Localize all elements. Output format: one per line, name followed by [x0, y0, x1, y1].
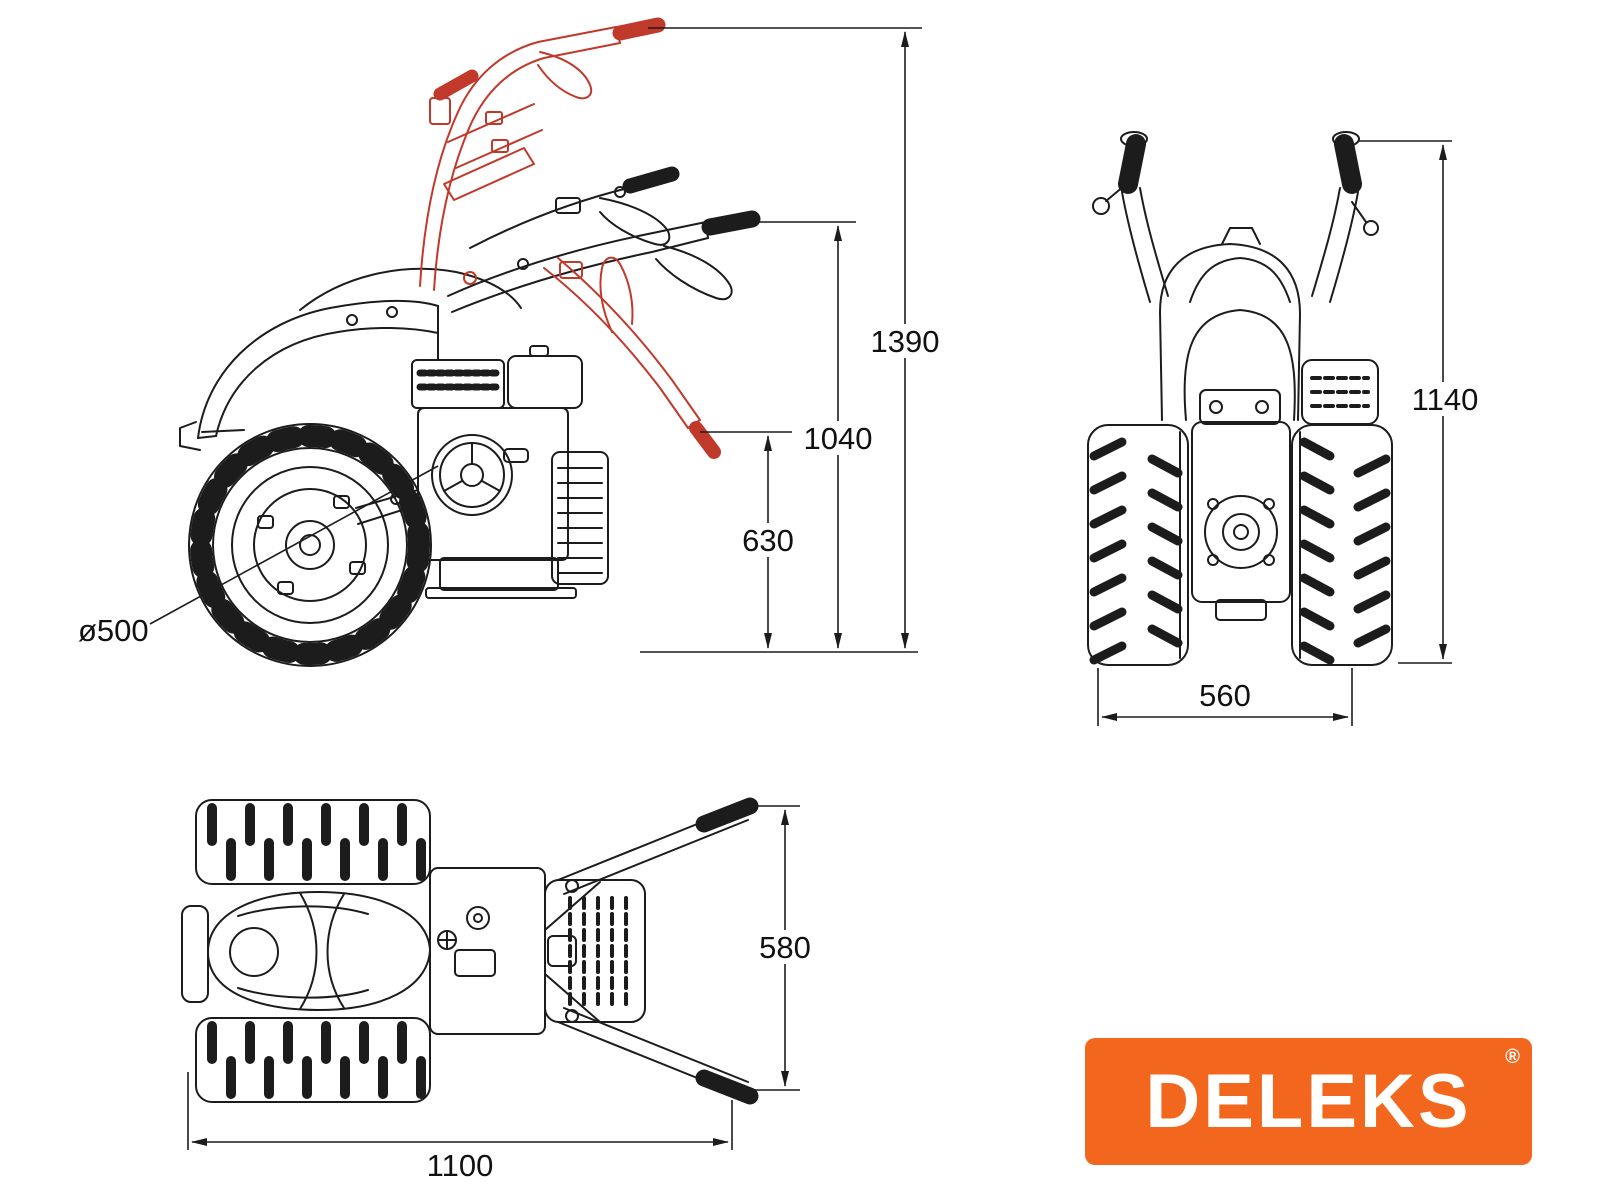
- dim-top-1100: [187, 1072, 733, 1150]
- dim-label-body-width: 580: [759, 930, 811, 965]
- dim-top-580: [748, 805, 800, 1091]
- registered-trademark-icon: ®: [1505, 1046, 1520, 1068]
- dim-side-630: [700, 431, 792, 649]
- side-handlebar-red-positions: [419, 17, 721, 459]
- rear-handlebar-right: [1311, 131, 1379, 303]
- dim-rear-560: [1097, 668, 1353, 726]
- side-wheel: [188, 423, 432, 667]
- side-view: [179, 17, 761, 667]
- dimension-lines: [149, 27, 1452, 1150]
- rear-handlebar-left: [1092, 131, 1169, 303]
- dim-wheel-diameter-leader: [149, 465, 439, 625]
- dim-label-rear-height: 1140: [1412, 382, 1479, 417]
- rear-air-filter: [1301, 359, 1379, 425]
- top-wheel-upper: [195, 799, 431, 885]
- dimension-labels: 1390 1040 630 ø500 1140 560 580 1100: [78, 324, 1478, 1183]
- side-body: [179, 267, 522, 525]
- top-body: [181, 891, 431, 1011]
- dim-side-1390: [648, 27, 922, 649]
- rear-engine: [1191, 389, 1291, 621]
- deleks-logo: DELEKS ®: [1085, 1038, 1532, 1165]
- top-view: [181, 797, 759, 1105]
- rear-wheel-right: [1291, 424, 1393, 666]
- deleks-logo-text: DELEKS: [1145, 1058, 1472, 1144]
- top-engine: [429, 867, 646, 1035]
- top-handlebar: [544, 797, 759, 1105]
- dim-label-length: 1100: [427, 1148, 494, 1183]
- dim-label-track-width: 560: [1199, 678, 1251, 713]
- dim-label-wheel-diameter: ø500: [78, 613, 149, 648]
- side-handlebar-black: [447, 166, 761, 313]
- side-engine: [411, 345, 609, 599]
- dim-label-total-height: 1390: [871, 324, 940, 359]
- dim-label-engine-height: 630: [742, 523, 794, 558]
- top-wheel-lower: [195, 1017, 431, 1103]
- dim-rear-1140: [1358, 140, 1452, 664]
- rear-view: [1087, 131, 1393, 666]
- dim-side-1040: [748, 221, 856, 649]
- rear-wheel-left: [1087, 424, 1189, 666]
- dim-label-handle-height: 1040: [804, 421, 873, 456]
- rear-body-shield: [1159, 227, 1301, 421]
